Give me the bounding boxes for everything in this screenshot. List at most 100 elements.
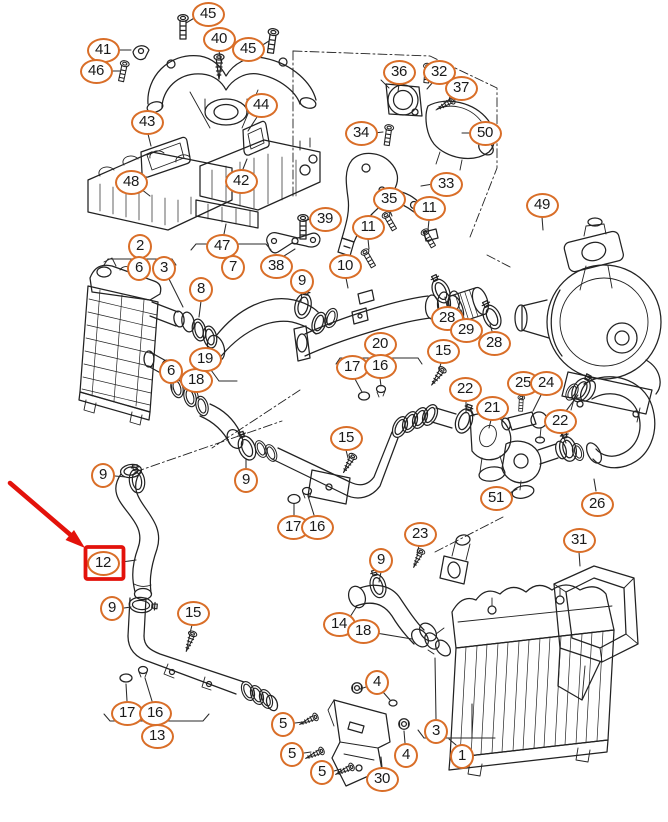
callout-36[interactable]: 36 (382, 59, 416, 85)
callout-9b[interactable]: 9 (369, 547, 393, 573)
leader-line-5c (333, 768, 342, 772)
leader-line-4a (382, 691, 391, 701)
leader-line-3b (434, 657, 437, 720)
callout-35[interactable]: 35 (372, 186, 406, 212)
throttle-body-drawing (380, 62, 457, 117)
callout-48[interactable]: 48 (114, 169, 148, 195)
callout-18a[interactable]: 18 (179, 367, 213, 393)
callout-3a[interactable]: 3 (152, 255, 176, 281)
leader-line-9b (378, 571, 382, 583)
leader-line-10 (345, 277, 349, 289)
callout-33[interactable]: 33 (429, 171, 463, 197)
callout-11a[interactable]: 11 (412, 195, 446, 221)
callout-31[interactable]: 31 (562, 527, 596, 553)
callout-4b[interactable]: 4 (394, 742, 418, 768)
callout-5a[interactable]: 5 (271, 711, 295, 737)
callout-42[interactable]: 42 (224, 168, 258, 194)
callout-45b[interactable]: 45 (231, 36, 265, 62)
callout-23[interactable]: 23 (403, 521, 437, 547)
callout-1[interactable]: 1 (450, 743, 474, 769)
callout-24[interactable]: 24 (529, 370, 563, 396)
callout-13[interactable]: 13 (140, 723, 174, 749)
callout-12[interactable]: 12 (86, 550, 120, 576)
leader-line-15a (438, 362, 442, 371)
callout-28b[interactable]: 28 (477, 330, 511, 356)
leader-line-28b (489, 323, 493, 332)
leader-line-17a (354, 378, 363, 393)
leader-line-15b (345, 449, 349, 459)
callout-40[interactable]: 40 (202, 26, 236, 52)
callout-2[interactable]: 2 (128, 233, 152, 259)
callout-11b[interactable]: 11 (351, 214, 385, 240)
callout-15c[interactable]: 15 (176, 600, 210, 626)
leader-line-11b (367, 238, 370, 250)
leader-line-4b (403, 730, 406, 744)
callout-15b[interactable]: 15 (329, 425, 363, 451)
callout-44[interactable]: 44 (244, 92, 278, 118)
callout-22b[interactable]: 22 (543, 408, 577, 434)
callout-22a[interactable]: 22 (448, 376, 482, 402)
callout-20[interactable]: 20 (363, 331, 397, 357)
leader-line-22b (561, 432, 567, 444)
callout-16c[interactable]: 16 (138, 700, 172, 726)
turbocharger-drawing (546, 217, 662, 423)
leader-line-5a (294, 721, 304, 724)
callout-5c[interactable]: 5 (310, 759, 334, 785)
callout-18b[interactable]: 18 (346, 618, 380, 644)
callout-16a[interactable]: 16 (363, 353, 397, 379)
callout-16b[interactable]: 16 (300, 514, 334, 540)
callout-46[interactable]: 46 (79, 58, 113, 84)
leader-line-16b (307, 495, 315, 516)
leader-line-22b (565, 394, 579, 412)
callout-4a[interactable]: 4 (365, 669, 389, 695)
callout-26[interactable]: 26 (580, 491, 614, 517)
leader-line-1 (448, 738, 457, 746)
callout-21[interactable]: 21 (475, 395, 509, 421)
callout-5b[interactable]: 5 (280, 741, 304, 767)
callout-9d[interactable]: 9 (234, 467, 258, 493)
support-bracket-38-drawing (266, 213, 321, 254)
leader-line-24 (532, 394, 542, 412)
callout-15a[interactable]: 15 (426, 338, 460, 364)
callout-9e[interactable]: 9 (100, 595, 124, 621)
leader-line-21 (488, 419, 492, 429)
leader-line-3a (168, 278, 184, 308)
callout-47[interactable]: 47 (205, 233, 239, 259)
callout-37[interactable]: 37 (444, 75, 478, 101)
leader-line-35 (389, 210, 393, 217)
leader-line-6b (170, 382, 173, 391)
callout-43[interactable]: 43 (130, 109, 164, 135)
callout-19[interactable]: 19 (188, 346, 222, 372)
leader-line-9e (123, 606, 132, 609)
leader-line-18b (375, 632, 413, 640)
leader-line-36 (397, 83, 400, 93)
callout-9a[interactable]: 9 (290, 268, 314, 294)
leader-line-5b (303, 751, 312, 754)
callout-32[interactable]: 32 (422, 59, 456, 85)
leader-line-26 (593, 478, 597, 492)
callout-7[interactable]: 7 (221, 254, 245, 280)
callout-51[interactable]: 51 (479, 485, 513, 511)
hose-14-drawing (347, 534, 471, 657)
callout-50[interactable]: 50 (468, 120, 502, 146)
callout-29[interactable]: 29 (449, 317, 483, 343)
callout-10[interactable]: 10 (328, 253, 362, 279)
leader-line-49 (541, 216, 544, 231)
callout-39[interactable]: 39 (308, 206, 342, 232)
callout-9c[interactable]: 9 (91, 462, 115, 488)
callout-6a[interactable]: 6 (127, 255, 151, 281)
callout-34[interactable]: 34 (344, 120, 378, 146)
callout-38[interactable]: 38 (259, 253, 293, 279)
callout-49[interactable]: 49 (525, 192, 559, 218)
leader-line-40 (218, 50, 222, 62)
leader-line-31 (578, 551, 581, 567)
callout-30[interactable]: 30 (365, 766, 399, 792)
callout-45a[interactable]: 45 (191, 1, 225, 27)
callout-6b[interactable]: 6 (159, 358, 183, 384)
callout-3b[interactable]: 3 (424, 718, 448, 744)
pipe-13-assembly-drawing (119, 595, 279, 712)
callout-8[interactable]: 8 (189, 276, 213, 302)
